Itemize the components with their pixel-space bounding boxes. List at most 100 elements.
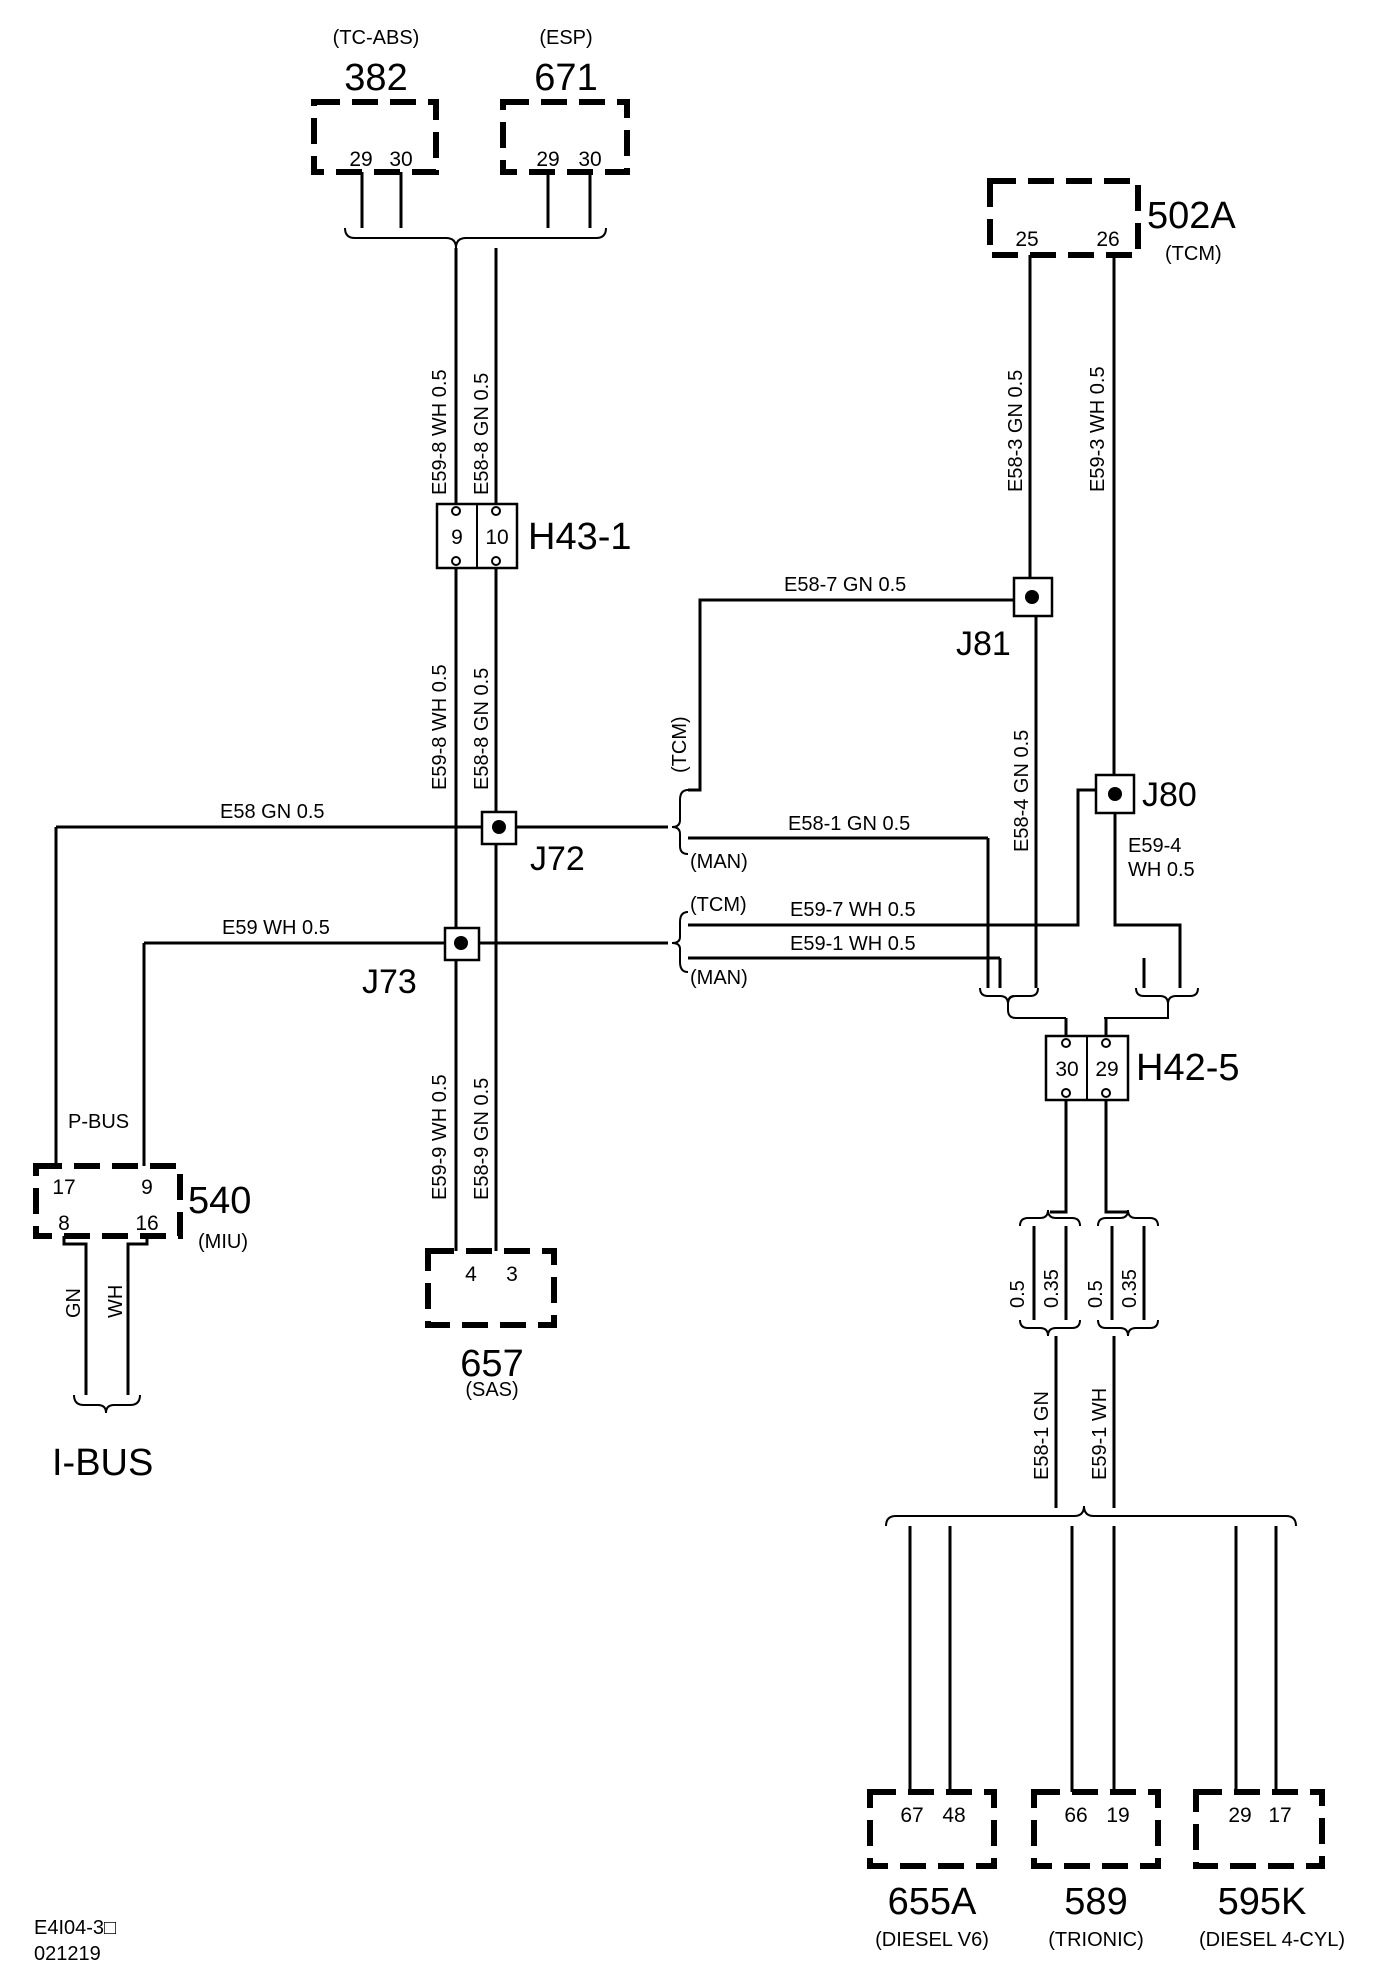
component-540-pin-8: 8: [58, 1212, 70, 1235]
component-595k-outline: [1193, 1789, 1325, 1869]
component-540-pin-9: 9: [141, 1176, 153, 1199]
tag-man-upper: (MAN): [690, 851, 748, 873]
component-589-outline: [1031, 1789, 1161, 1869]
wire-label-e58-8-top: E58-8 GN 0.5: [471, 373, 493, 495]
component-671-sub: (ESP): [539, 27, 592, 49]
component-671-pin-30: 30: [578, 148, 601, 171]
junction-j72-label: J72: [530, 840, 585, 878]
component-655a: 67 48 655A (DIESEL V6): [867, 1789, 997, 1951]
component-382-outline: [311, 99, 439, 175]
component-540-pin-16: 16: [135, 1212, 158, 1235]
wire-label-e59: E59 WH 0.5: [222, 917, 330, 939]
wire-label-gn: GN: [63, 1288, 85, 1318]
wire-label-e59-8-top: E59-8 WH 0.5: [429, 369, 451, 495]
wires-below-h42-5: [1019, 1100, 1159, 1508]
component-382: (TC-ABS) 382 29 30: [311, 27, 439, 175]
component-595k: 29 17 595K (DIESEL 4-CYL): [1193, 1789, 1345, 1951]
brace-h42-5: [979, 987, 1199, 1019]
footer-date: 021219: [34, 1943, 101, 1965]
junction-j81-label: J81: [956, 625, 1011, 663]
component-671: (ESP) 671 29 30: [500, 27, 630, 175]
wire-size-a2: 0.35: [1041, 1269, 1063, 1308]
wires-top-left: [344, 172, 607, 505]
component-540-label: 540: [188, 1180, 251, 1222]
component-502a-label: 502A: [1147, 195, 1236, 237]
wire-label-e58-1-h: E58-1 GN 0.5: [788, 813, 910, 835]
junction-j73: J73 E59 WH 0.5: [144, 917, 668, 1001]
tag-tcm-lower: (TCM): [690, 894, 747, 916]
junction-j73-label: J73: [362, 963, 417, 1001]
splice-brace-top: [344, 227, 607, 249]
wire-size-a1: 0.5: [1007, 1280, 1029, 1308]
connector-h43-1-label: H43-1: [528, 516, 632, 558]
component-657-pin-3: 3: [506, 1263, 518, 1286]
component-589-sub: (TRIONIC): [1048, 1929, 1144, 1951]
wire-label-e59-4-a: E59-4: [1128, 835, 1181, 857]
connector-h42-5-pin-30: 30: [1055, 1058, 1078, 1081]
wire-label-e58-3: E58-3 GN 0.5: [1005, 370, 1027, 492]
wire-label-e59-1-h: E59-1 WH 0.5: [790, 933, 916, 955]
footer-code: E4I04-3□: [34, 1917, 116, 1939]
wire-label-e59-3: E59-3 WH 0.5: [1087, 366, 1109, 492]
wire-label-e59-7: E59-7 WH 0.5: [790, 899, 916, 921]
tag-p-bus: P-BUS: [68, 1111, 129, 1133]
connector-h43-1: 9 10 H43-1: [435, 502, 632, 570]
component-589-pin-66: 66: [1064, 1804, 1087, 1827]
junction-j80-label: J80: [1142, 776, 1197, 814]
wire-size-b2: 0.35: [1119, 1269, 1141, 1308]
component-502a-pin-26: 26: [1096, 228, 1119, 251]
connector-h43-1-pin-10: 10: [485, 526, 508, 549]
tag-tcm-upper: (TCM): [669, 716, 691, 773]
junction-j80-dot: [1108, 787, 1122, 801]
component-540-sub: (MIU): [198, 1231, 248, 1253]
wire-label-e58: E58 GN 0.5: [220, 801, 325, 823]
wire-label-e58-7: E58-7 GN 0.5: [784, 574, 906, 596]
component-655a-sub: (DIESEL V6): [875, 1929, 989, 1951]
wire-size-b1: 0.5: [1085, 1280, 1107, 1308]
component-589-label: 589: [1064, 1881, 1127, 1923]
junction-j81: J81: [956, 576, 1054, 663]
tag-man-lower: (MAN): [690, 967, 748, 989]
component-671-pin-29: 29: [536, 148, 559, 171]
component-382-sub: (TC-ABS): [333, 27, 420, 49]
component-657: 4 3 657 (SAS): [425, 1248, 557, 1401]
component-655a-pin-48: 48: [942, 1804, 965, 1827]
component-657-label: 657: [460, 1343, 523, 1385]
wire-label-e59-9: E59-9 WH 0.5: [429, 1074, 451, 1200]
component-655a-label: 655A: [888, 1881, 977, 1923]
wire-label-e59-4-b: WH 0.5: [1128, 859, 1195, 881]
brace-tcm-man-lower: [671, 788, 1096, 973]
component-540-pin-17: 17: [52, 1176, 75, 1199]
junction-j80: J80 E59-4 WH 0.5: [1094, 773, 1197, 881]
component-671-label: 671: [534, 57, 597, 99]
junction-j72: J72 E58 GN 0.5: [56, 801, 668, 878]
tag-i-bus: I-BUS: [52, 1442, 153, 1484]
junction-j72-dot: [492, 820, 506, 834]
wire-label-wh: WH: [105, 1285, 127, 1318]
wire-label-e58-4: E58-4 GN 0.5: [1011, 730, 1033, 852]
component-595k-label: 595K: [1218, 1881, 1307, 1923]
component-655a-outline: [867, 1789, 997, 1869]
component-589-pin-19: 19: [1106, 1804, 1129, 1827]
connector-h42-5: 30 29 H42-5: [1044, 1034, 1240, 1102]
component-595k-sub: (DIESEL 4-CYL): [1199, 1929, 1345, 1951]
wire-label-e59-1-v: E59-1 WH: [1089, 1388, 1111, 1480]
component-502a: 25 26 502A (TCM): [987, 178, 1236, 265]
connector-h42-5-label: H42-5: [1136, 1047, 1240, 1089]
component-657-sub: (SAS): [465, 1379, 518, 1401]
component-655a-pin-67: 67: [900, 1804, 923, 1827]
component-540-outline: [33, 1163, 183, 1239]
component-657-outline: [425, 1248, 557, 1328]
wire-label-e58-9: E58-9 GN 0.5: [471, 1078, 493, 1200]
junction-j81-dot: [1025, 590, 1039, 604]
component-540: 17 9 8 16 540 (MIU): [33, 1163, 251, 1253]
component-671-outline: [500, 99, 630, 175]
component-657-pin-4: 4: [465, 1263, 477, 1286]
brace-tcm-man-upper: [671, 598, 1014, 855]
wire-label-e58-1-v: E58-1 GN: [1031, 1391, 1053, 1480]
wire-label-e59-8-mid: E59-8 WH 0.5: [429, 664, 451, 790]
component-382-label: 382: [344, 57, 407, 99]
component-382-pin-30: 30: [389, 148, 412, 171]
wire-label-e58-8-mid: E58-8 GN 0.5: [471, 668, 493, 790]
